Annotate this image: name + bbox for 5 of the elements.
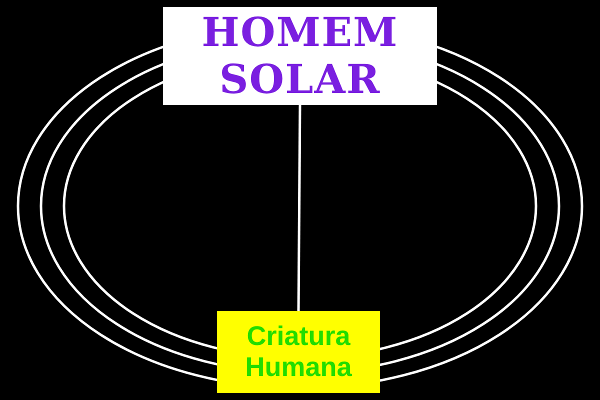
connector-line xyxy=(297,105,302,311)
node-label: HOMEM SOLAR xyxy=(200,9,400,103)
node-label: Criatura Humana xyxy=(244,321,353,383)
title-box xyxy=(163,7,437,105)
process-box xyxy=(217,311,380,393)
